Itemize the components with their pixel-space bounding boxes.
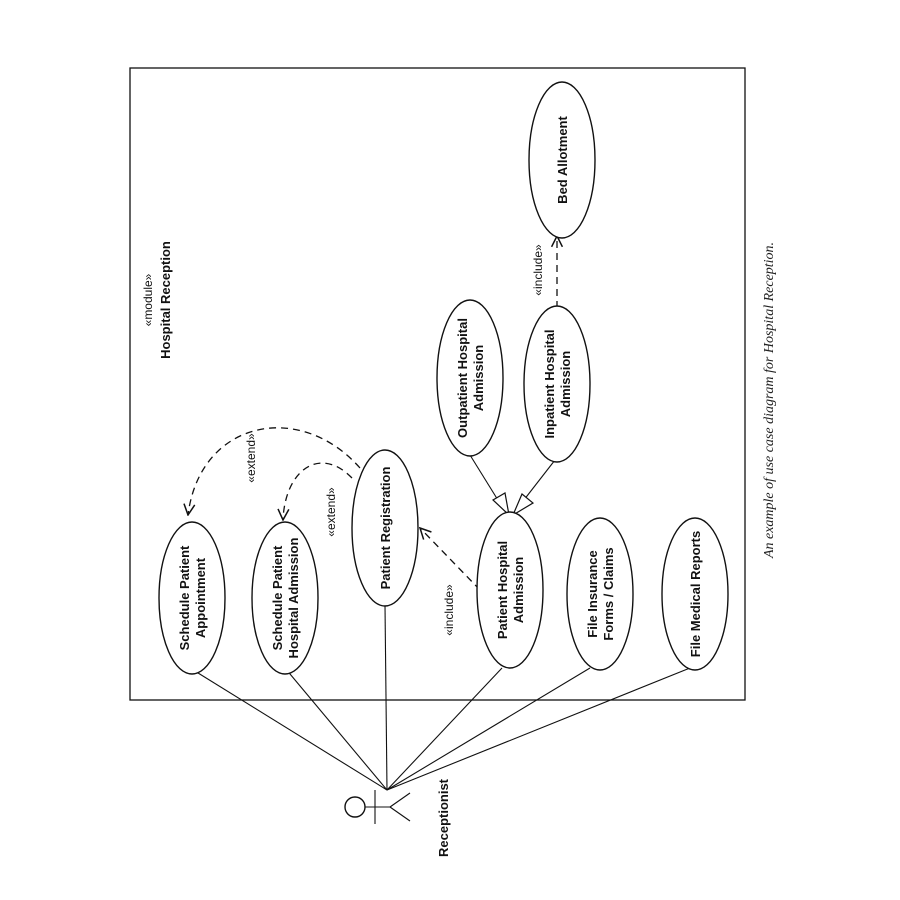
use-case-file-medical-reports: File Medical Reports bbox=[661, 517, 729, 671]
use-case-bed-allotment: Bed Allotment bbox=[528, 81, 596, 239]
include-arrow-registration bbox=[420, 528, 481, 591]
include-label-registration: «include» bbox=[442, 584, 456, 636]
use-case-label: Admission bbox=[558, 351, 573, 418]
module-header: «module» Hospital Reception bbox=[141, 241, 173, 359]
include-label-bed: «include» bbox=[531, 244, 545, 296]
gen-outpatient bbox=[469, 454, 502, 506]
use-case-label: Admission bbox=[511, 557, 526, 624]
actor-name: Receptionist bbox=[436, 778, 451, 857]
assoc-schedule-appointment bbox=[189, 667, 388, 791]
use-case-label: File Medical Reports bbox=[688, 531, 703, 657]
use-case-label: Schedule Patient bbox=[270, 545, 285, 650]
actor-head-icon bbox=[344, 796, 366, 818]
module-stereotype: «module» bbox=[141, 273, 155, 326]
use-case-label: File Insurance bbox=[585, 550, 600, 637]
assoc-file-insurance bbox=[386, 667, 591, 791]
generalizations bbox=[469, 454, 556, 517]
use-case-label: Patient Registration bbox=[378, 467, 393, 590]
assoc-patient-admission bbox=[386, 667, 503, 791]
gen-triangle-inpatient bbox=[511, 493, 535, 517]
use-case-label: Schedule Patient bbox=[177, 545, 192, 650]
use-case-label: Forms / Claims bbox=[601, 547, 616, 640]
use-case-label: Outpatient Hospital bbox=[455, 318, 470, 438]
use-case-label: Bed Allotment bbox=[555, 116, 570, 204]
extend-label-1: «extend» bbox=[244, 433, 258, 483]
diagram-caption: An example of use case diagram for Hospi… bbox=[762, 242, 777, 559]
assoc-file-medical-reports bbox=[386, 667, 691, 791]
use-case-label: Patient Hospital bbox=[495, 541, 510, 639]
module-name: Hospital Reception bbox=[158, 241, 173, 359]
use-case-schedule-appointment: Schedule Patient Appointment bbox=[158, 521, 226, 675]
extend-arrow-admission bbox=[283, 462, 353, 520]
use-case-label: Admission bbox=[471, 345, 486, 412]
gen-triangle-outpatient bbox=[492, 492, 510, 517]
use-case-inpatient-admission: Inpatient Hospital Admission bbox=[523, 305, 591, 463]
assoc-patient-registration bbox=[384, 604, 388, 791]
associations bbox=[189, 604, 691, 791]
extend-arrow-appointment bbox=[188, 427, 361, 515]
system-boundary bbox=[129, 67, 746, 701]
use-case-patient-admission: Patient Hospital Admission bbox=[476, 511, 544, 669]
extend-label-2: «extend» bbox=[324, 487, 338, 537]
use-case-label: Inpatient Hospital bbox=[542, 329, 557, 438]
assoc-schedule-admission bbox=[284, 667, 388, 791]
use-case-label: Hospital Admission bbox=[286, 538, 301, 659]
use-case-schedule-admission: Schedule Patient Hospital Admission bbox=[251, 521, 319, 675]
dependencies bbox=[188, 236, 557, 591]
use-case-label: Appointment bbox=[193, 557, 208, 638]
use-case-file-insurance: File Insurance Forms / Claims bbox=[566, 517, 634, 671]
use-case-outpatient-admission: Outpatient Hospital Admission bbox=[436, 299, 504, 457]
use-case-patient-registration: Patient Registration bbox=[351, 449, 419, 607]
actor-receptionist: Receptionist bbox=[344, 778, 451, 857]
